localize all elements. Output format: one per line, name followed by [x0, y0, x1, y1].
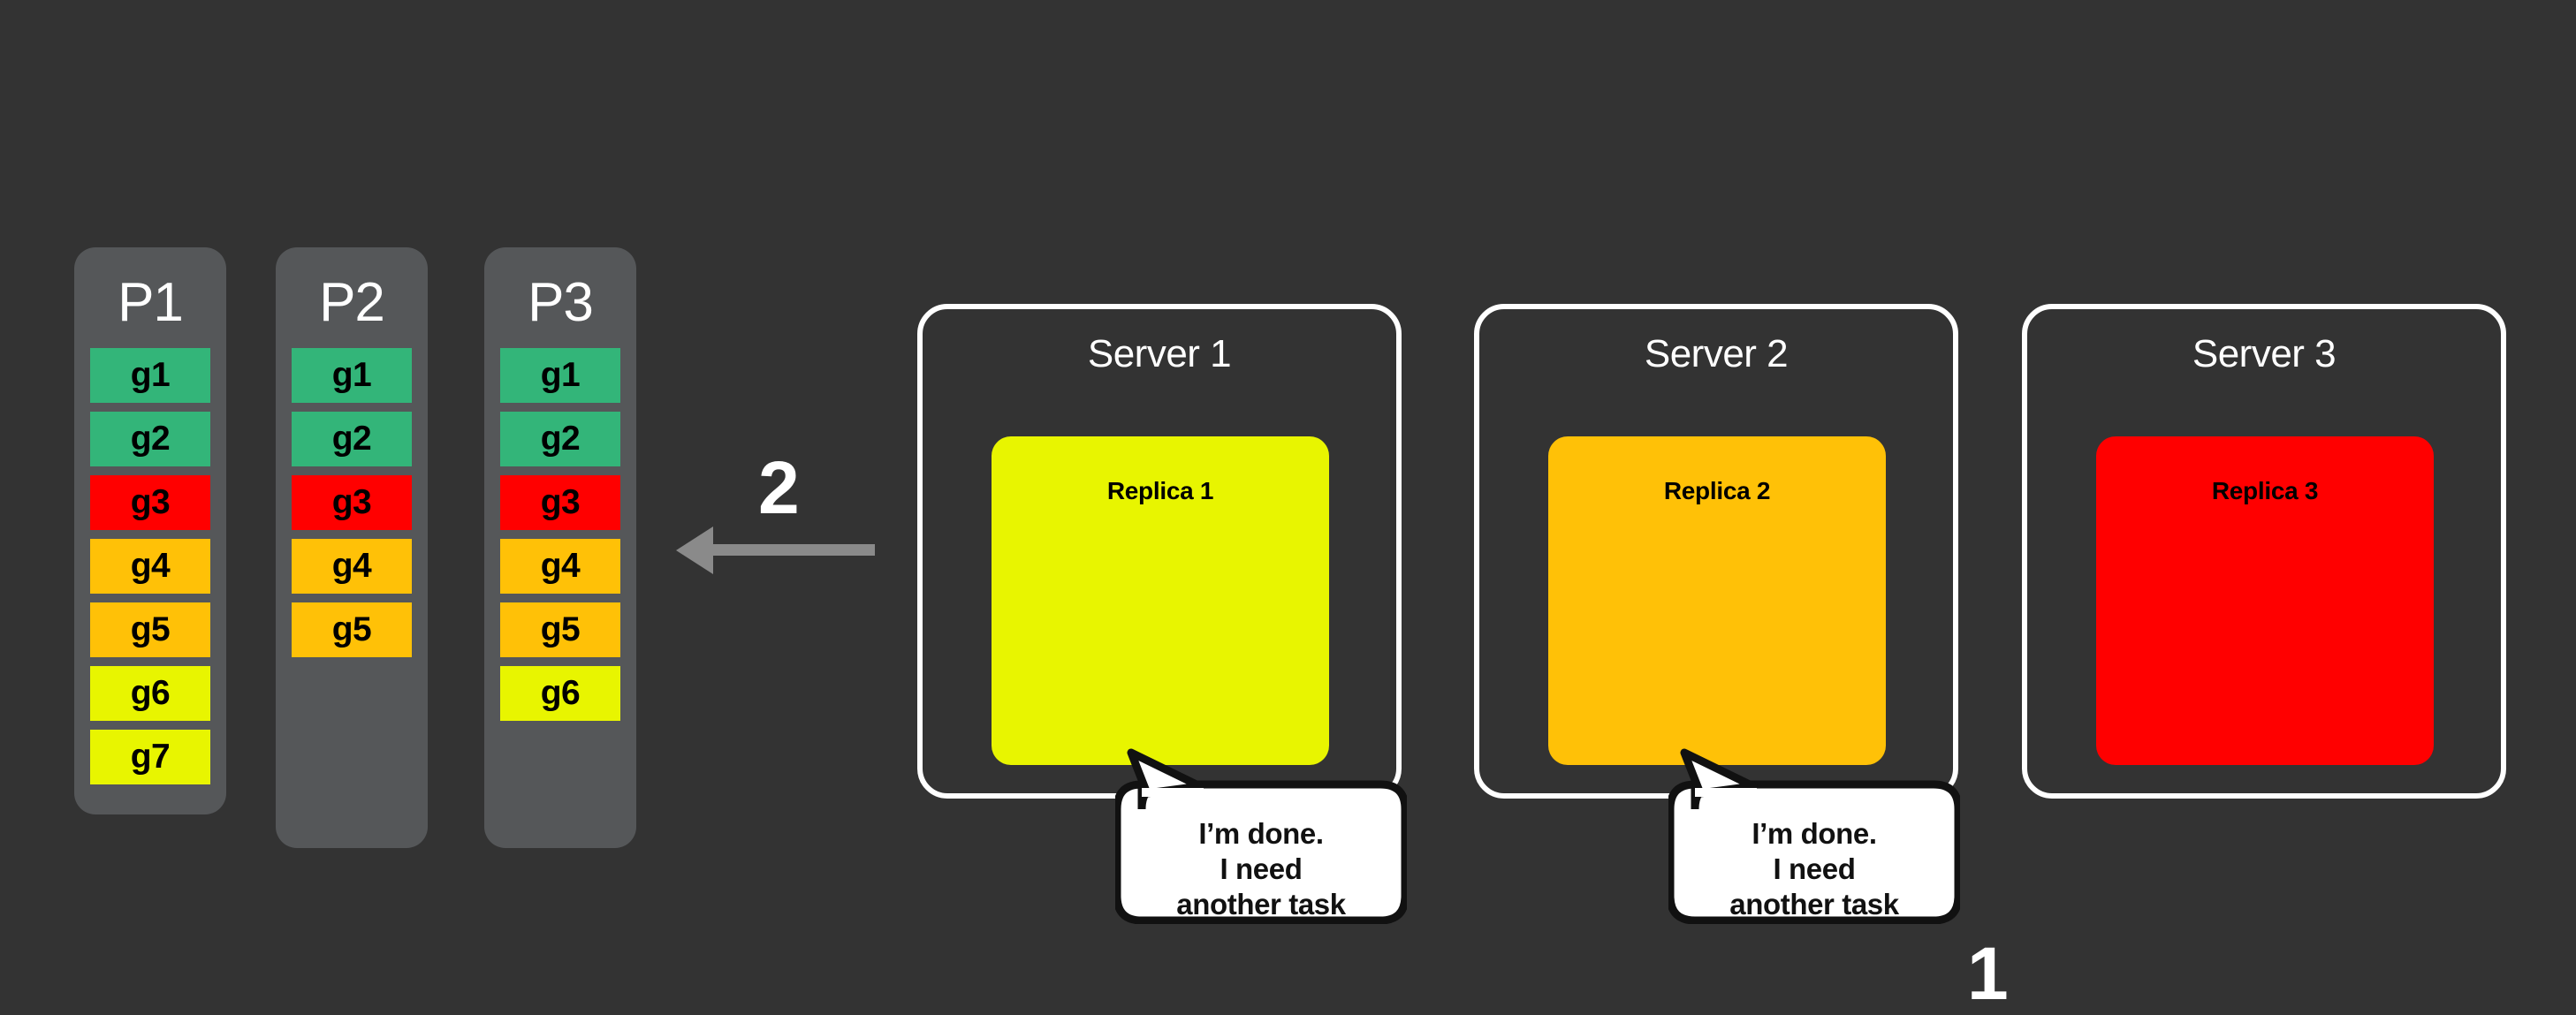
task-block[interactable]: g3: [500, 475, 620, 530]
partition-column-p1: P1 g1 g2 g3 g4 g5 g6 g7: [74, 247, 226, 814]
task-block[interactable]: g3: [90, 475, 210, 530]
task-block[interactable]: g1: [90, 348, 210, 403]
step-number-1: 1: [1967, 932, 2009, 1015]
task-block[interactable]: g6: [500, 666, 620, 721]
speech-bubble-text-2: I’m done. I need another task: [1668, 747, 1960, 958]
task-block[interactable]: g7: [90, 730, 210, 784]
task-block[interactable]: g4: [500, 539, 620, 594]
task-block[interactable]: g2: [90, 412, 210, 466]
bubble-line-1: I’m done.: [1198, 816, 1324, 850]
task-block[interactable]: g5: [90, 602, 210, 657]
partition-title-p3: P3: [528, 272, 594, 333]
bubble-line-3: another task: [1176, 888, 1346, 921]
flow-arrow-left: [676, 526, 875, 575]
bubble-line-1: I’m done.: [1752, 816, 1877, 850]
speech-bubble-server-1: I’m done. I need another task: [1115, 747, 1407, 924]
speech-bubble-shape: [1115, 748, 1407, 924]
speech-bubble-server-2: I’m done. I need another task: [1668, 747, 1960, 924]
task-block[interactable]: g2: [292, 412, 412, 466]
server-title-1: Server 1: [1087, 332, 1232, 375]
speech-bubble-text-1: I’m done. I need another task: [1115, 747, 1407, 958]
speech-bubble-shape: [1668, 748, 1960, 924]
server-title-2: Server 2: [1644, 332, 1789, 375]
task-block[interactable]: g2: [500, 412, 620, 466]
partition-task-list-p3: g1 g2 g3 g4 g5 g6: [484, 348, 636, 751]
partition-task-list-p2: g1 g2 g3 g4 g5: [276, 348, 428, 687]
arrow-head-icon: [676, 526, 713, 574]
arrow-line: [711, 544, 875, 556]
bubble-line-2: I need: [1773, 852, 1856, 885]
replica-label-3: Replica 3: [2211, 477, 2319, 504]
task-block[interactable]: g5: [500, 602, 620, 657]
bubble-line-3: another task: [1729, 888, 1899, 921]
partition-column-p3: P3 g1 g2 g3 g4 g5 g6: [484, 247, 636, 848]
replica-label-1: Replica 1: [1106, 477, 1214, 504]
partition-column-p2: P2 g1 g2 g3 g4 g5: [276, 247, 428, 848]
partition-task-list-p1: g1 g2 g3 g4 g5 g6 g7: [74, 348, 226, 814]
server-title-3: Server 3: [2192, 332, 2337, 375]
partition-title-p1: P1: [118, 272, 184, 333]
replica-box-1[interactable]: Replica 1: [992, 436, 1329, 765]
task-block[interactable]: g1: [292, 348, 412, 403]
diagram-canvas: P1 g1 g2 g3 g4 g5 g6 g7 P2 g1 g2 g3 g4 g…: [74, 247, 2506, 1011]
partition-title-p2: P2: [319, 272, 385, 333]
task-block[interactable]: g4: [90, 539, 210, 594]
task-block[interactable]: g5: [292, 602, 412, 657]
task-block[interactable]: g3: [292, 475, 412, 530]
bubble-line-2: I need: [1220, 852, 1303, 885]
replica-box-2[interactable]: Replica 2: [1548, 436, 1886, 765]
replica-label-2: Replica 2: [1663, 477, 1771, 504]
task-block[interactable]: g6: [90, 666, 210, 721]
task-block[interactable]: g4: [292, 539, 412, 594]
step-number-2: 2: [758, 446, 800, 529]
replica-box-3[interactable]: Replica 3: [2096, 436, 2434, 765]
task-block[interactable]: g1: [500, 348, 620, 403]
